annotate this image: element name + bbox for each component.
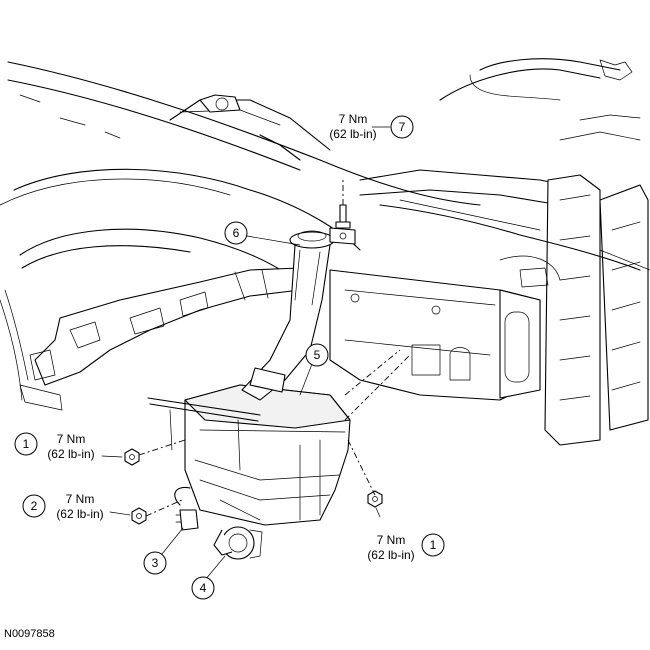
callout-1-left-number: 1	[23, 437, 30, 451]
callout-7: 7 7 Nm (62 lb-in)	[329, 112, 414, 141]
callout-1-left-torque-lbin: (62 lb-in)	[47, 447, 94, 461]
callout-7-circle	[390, 115, 414, 139]
crossmember-bracket	[329, 269, 541, 401]
bolt-1-left	[124, 448, 140, 466]
fluid-level-sensor	[174, 486, 199, 531]
callout-7-number: 7	[399, 120, 406, 134]
callout-7-torque-nm: 7 Nm	[339, 112, 368, 126]
bolt-2	[131, 507, 147, 525]
callout-4-number: 4	[200, 581, 207, 595]
fender-outline	[0, 61, 481, 251]
callout-5-number: 5	[314, 348, 321, 362]
callout-3-circle	[143, 551, 167, 575]
front-end-structure	[169, 58, 641, 231]
callout-2: 2 7 Nm (62 lb-in)	[22, 492, 104, 521]
callout-6: 6	[224, 221, 248, 245]
callout-1-left-circle	[14, 432, 38, 456]
wheel-arch	[0, 228, 291, 401]
figure-id: N0097858	[4, 628, 55, 640]
callout-3: 3	[143, 551, 167, 575]
callout-2-circle	[22, 494, 46, 518]
bolt-7	[335, 204, 351, 229]
callout-6-number: 6	[233, 226, 240, 240]
callout-1-right: 1 7 Nm (62 lb-in)	[367, 533, 445, 562]
alignment-lines	[138, 180, 411, 517]
callout-1-left-torque-nm: 7 Nm	[57, 432, 86, 446]
fasteners	[124, 204, 383, 525]
callout-6-circle	[224, 221, 248, 245]
callout-1-right-circle	[421, 533, 445, 557]
filler-neck	[241, 230, 335, 401]
leader-lines	[101, 126, 391, 581]
bolt-1-right	[367, 490, 383, 508]
washer-pump	[213, 526, 263, 560]
washer-reservoir	[147, 384, 351, 526]
callout-1-right-torque-lbin: (62 lb-in)	[367, 548, 414, 562]
radiator-support	[544, 174, 650, 446]
callout-2-torque-lbin: (62 lb-in)	[56, 507, 103, 521]
mount-bracket	[329, 227, 356, 245]
callout-1-right-torque-nm: 7 Nm	[377, 533, 406, 547]
callout-4: 4	[191, 576, 215, 600]
wire-harness	[379, 204, 641, 288]
callout-1-right-number: 1	[430, 538, 437, 552]
splash-shield	[19, 267, 301, 411]
callout-3-number: 3	[152, 556, 159, 570]
callout-2-number: 2	[31, 499, 38, 513]
callout-4-circle	[191, 576, 215, 600]
callout-7-torque-lbin: (62 lb-in)	[329, 127, 376, 141]
callout-2-torque-nm: 7 Nm	[66, 492, 95, 506]
callout-5-circle	[305, 343, 329, 367]
callout-5: 5	[305, 343, 329, 367]
callout-1-left: 1 7 Nm (62 lb-in)	[14, 432, 95, 461]
